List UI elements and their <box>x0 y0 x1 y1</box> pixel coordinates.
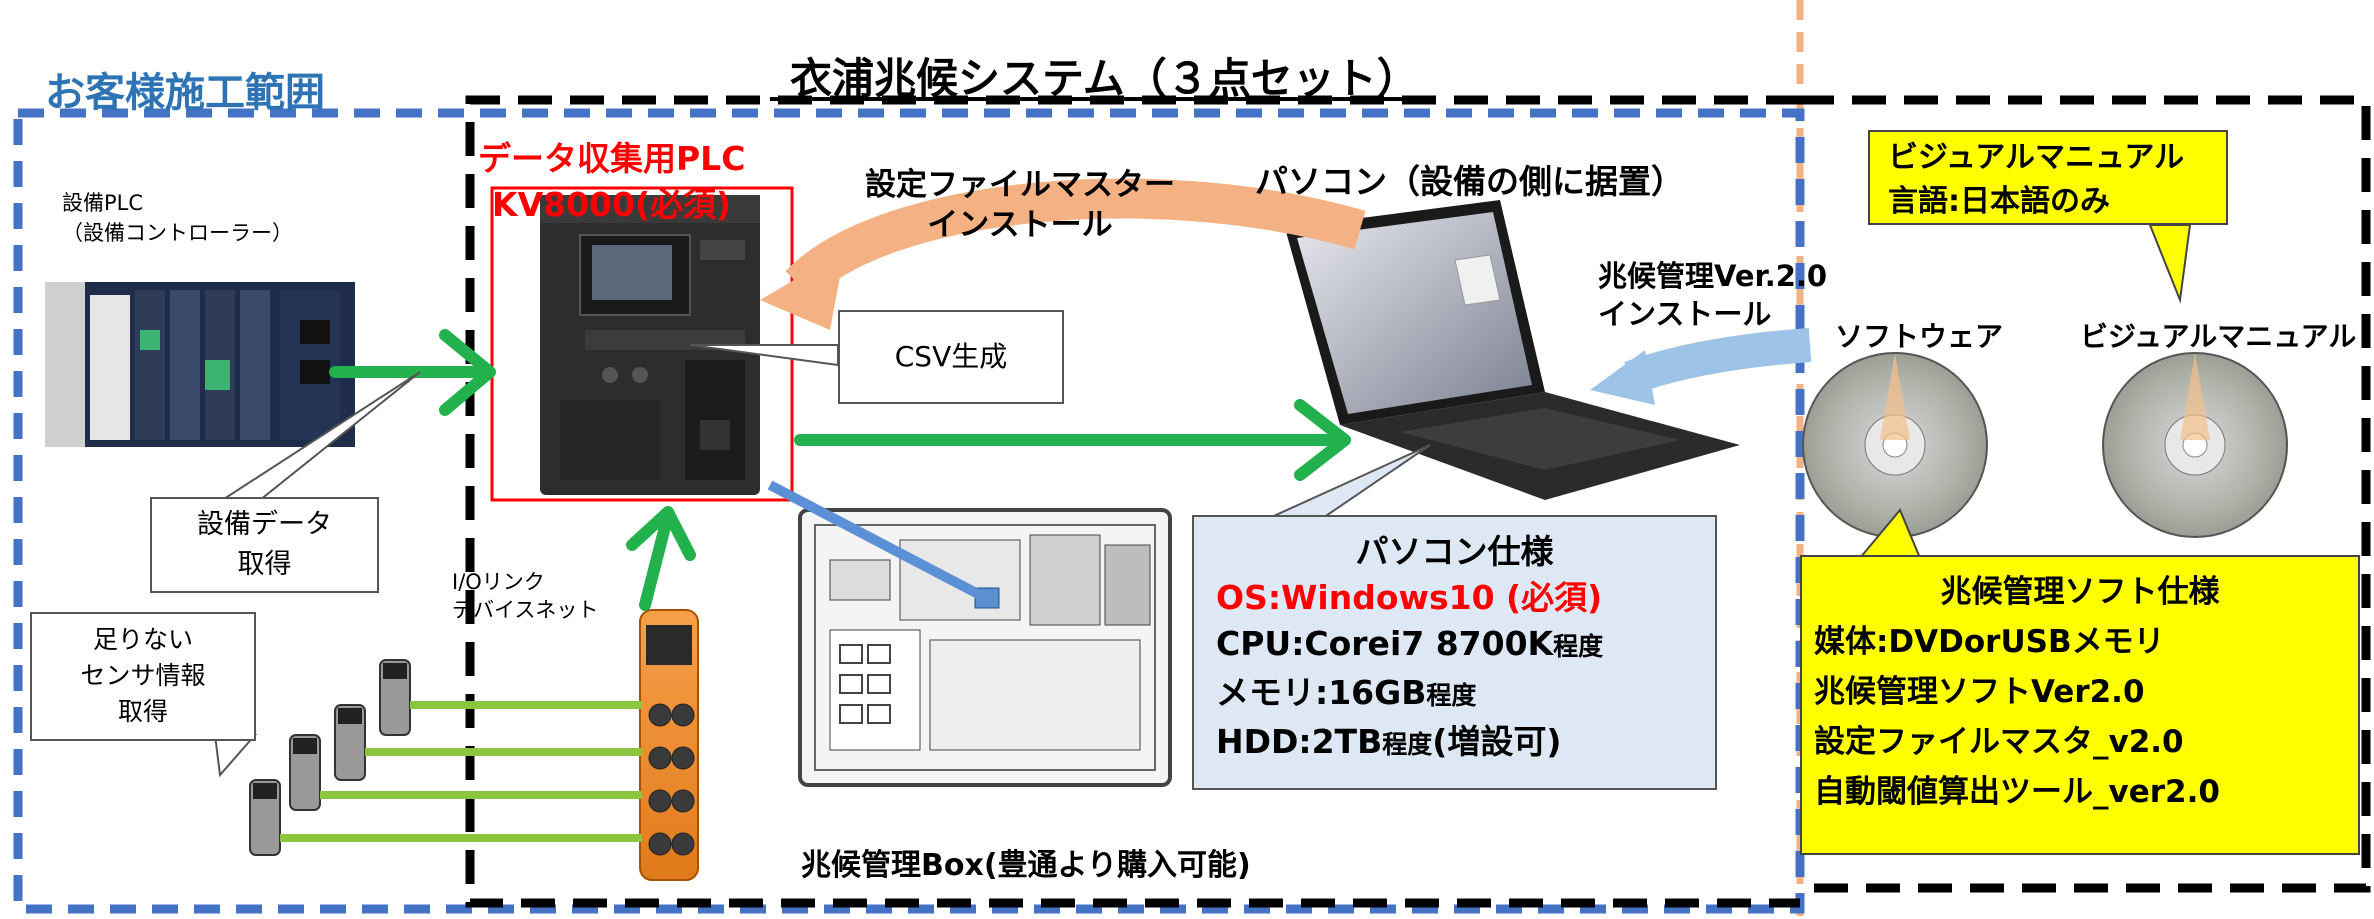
plc-model: KV8000(必須) <box>492 185 732 224</box>
manual-note: ビジュアルマニュアル 言語:日本語のみ <box>1868 130 2228 225</box>
pc-title: パソコン（設備の側に据置） <box>1255 162 1684 201</box>
control-box-image <box>798 508 1172 787</box>
pc-spec-cpu-main: CPU:Corei7 8700K <box>1216 624 1554 663</box>
sensor-line1: 足りない <box>92 625 193 654</box>
sensor-line3: 取得 <box>117 697 168 726</box>
equipment-data-callout: 設備データ 取得 <box>150 497 379 593</box>
manual-note-line1: ビジュアルマニュアル <box>1888 140 2185 175</box>
box-caption: 兆候管理Box(豊通より購入可能) <box>795 840 1257 884</box>
manual-disc-label: ビジュアルマニュアル <box>2080 320 2357 353</box>
customer-area-border <box>13 108 1805 914</box>
csv-callout: CSV生成 <box>838 310 1064 404</box>
dvd-disc-icon <box>1802 352 1988 538</box>
customer-area-label: お客様施工範囲 <box>45 70 325 116</box>
pc-spec-mem-suffix: 程度 <box>1426 681 1477 710</box>
system-border-left <box>465 95 1800 908</box>
software-disc-label: ソフトウェア <box>1835 320 2004 353</box>
manual-note-line2: 言語:日本語のみ <box>1888 184 2110 219</box>
soft-spec-line2: 兆候管理ソフトVer2.0 <box>1814 674 2145 710</box>
pc-spec-hdd: HDD:2TB程度(増設可) <box>1216 719 1715 768</box>
system-title: 衣浦兆候システム（３点セット） <box>790 54 1419 103</box>
system-border-right <box>1800 95 2371 893</box>
dvd-disc-icon <box>2102 352 2288 538</box>
sensor-line2: センサ情報 <box>80 661 206 690</box>
soft-spec-line3: 設定ファイルマスタ_v2.0 <box>1814 724 2184 760</box>
pc-spec-os: OS:Windows10 (必須) <box>1216 578 1603 617</box>
kancho-install-label: 兆候管理Ver.2.0 インストール <box>1598 257 1827 333</box>
green-data-arrows <box>329 329 1351 611</box>
soft-spec-line4: 自動閾値算出ツール_ver2.0 <box>1814 774 2220 810</box>
plc-device-image <box>540 195 760 495</box>
pc-spec-mem-main: メモリ:16GB <box>1216 673 1427 712</box>
pc-spec-mem: メモリ:16GB程度 <box>1216 670 1715 719</box>
settings-install-line1: 設定ファイルマスター <box>865 167 1175 203</box>
csv-label: CSV生成 <box>894 340 1008 373</box>
equipment-plc-label: 設備PLC （設備コントローラー） <box>62 188 293 248</box>
sensor-callout-tail <box>213 734 258 778</box>
pc-spec-callout-tail <box>1264 444 1431 521</box>
settings-install-line2: インストール <box>927 207 1113 243</box>
pc-spec-hdd-main: HDD:2TB <box>1216 722 1383 761</box>
sensor-callout: 足りない センサ情報 取得 <box>30 612 256 741</box>
plc-box-connector <box>767 480 983 600</box>
laptop-image <box>1285 200 1740 500</box>
equipment-plc-line2: （設備コントローラー） <box>62 221 293 245</box>
equipment-plc-line1: 設備PLC <box>62 191 144 215</box>
sensor-icon <box>249 659 411 856</box>
pc-spec-cpu-suffix: 程度 <box>1553 632 1604 661</box>
pc-spec-hdd-suffix: 程度 <box>1382 730 1433 759</box>
soft-spec-line1: 媒体:DVDorUSBメモリ <box>1814 624 2165 660</box>
equipment-data-line2: 取得 <box>237 549 292 580</box>
pc-spec-hdd-tail: (増設可) <box>1432 722 1562 761</box>
equipment-plc-image <box>45 282 355 447</box>
settings-install-label: 設定ファイルマスター インストール <box>865 165 1175 245</box>
sensor-cables <box>280 701 642 842</box>
plc-title: データ収集用PLC <box>478 139 746 178</box>
manual-note-tail <box>2148 224 2192 304</box>
equipment-data-line1: 設備データ <box>197 509 332 540</box>
io-link-line2: デバイスネット <box>452 598 599 622</box>
kancho-install-line1: 兆候管理Ver.2.0 <box>1598 259 1828 293</box>
pc-spec-box: パソコン仕様 OS:Windows10 (必須) CPU:Corei7 8700… <box>1192 515 1717 790</box>
io-link-line1: I/Oリンク <box>452 570 545 594</box>
soft-spec-box: 兆候管理ソフト仕様 媒体:DVDorUSBメモリ 兆候管理ソフトVer2.0 設… <box>1800 555 2360 855</box>
pc-spec-cpu: CPU:Corei7 8700K程度 <box>1216 621 1715 670</box>
soft-spec-title: 兆候管理ソフト仕様 <box>1940 574 2220 610</box>
io-link-label: I/Oリンク デバイスネット <box>452 568 598 624</box>
kancho-install-line2: インストール <box>1598 297 1772 331</box>
io-link-module-image <box>639 609 699 881</box>
software-install-arrow <box>1624 328 1812 395</box>
pc-spec-title: パソコン仕様 <box>1355 532 1554 571</box>
